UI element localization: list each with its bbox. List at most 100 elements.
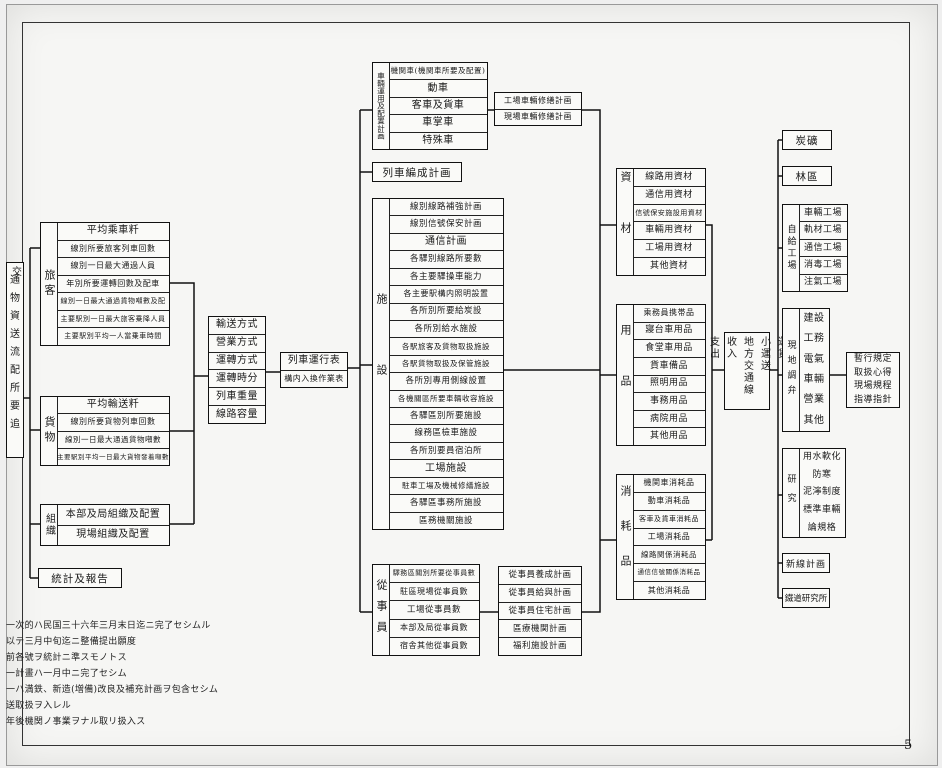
page-number: 5 xyxy=(904,738,913,753)
timetable-row: 構内入換作業表 xyxy=(284,373,344,383)
freight-row: 主要駅別平均一日最大貨物發着噸數 xyxy=(57,452,169,461)
passenger-box: 旅客 平均乘車粁 線別所要旅客列車回數 線別一日最大通過人員 年別所要運轉回數及… xyxy=(40,222,170,346)
connector-far-right-trunk xyxy=(770,139,782,599)
research-institute-box: 鐵道研究所 xyxy=(782,588,830,608)
policy-row: 指導指針 xyxy=(853,394,892,405)
passenger-row: 線別所要旅客列車回數 xyxy=(57,241,169,259)
supplies-row: 病院用品 xyxy=(633,411,705,429)
supplies-box: 用品 乘務員携帯品 寢台車用品 食堂車用品 貨車備品 照明用品 事務用品 病院用… xyxy=(616,304,706,446)
left-edge-char: 要 xyxy=(10,401,20,412)
timetable-row: 列車運行表 xyxy=(281,353,347,371)
left-edge-char: 送 xyxy=(10,329,20,340)
note-line: 一次的ハ民国三十六年三月末日迄ニ完了セシムル xyxy=(6,621,211,631)
facilities-row: 各所別專用側線設置 xyxy=(389,373,503,391)
left-edge-box: 交 xyxy=(6,262,24,458)
passenger-row: 線別一日最大通過人員 xyxy=(57,258,169,276)
facilities-row: 各主要駅構内照明設置 xyxy=(389,286,503,304)
facilities-row: 工場施設 xyxy=(389,460,503,478)
note-line: 以テ三月中旬迄ニ整備提出願度 xyxy=(6,637,137,647)
staff-plans-row: 從事員住宅計画 xyxy=(499,603,581,621)
staff-plans-box: 從事員養成計画 從事員給與計画 從事員住宅計画 區療機関計画 福利施設計画 xyxy=(498,566,582,656)
consumables-row: 客車及貨車消耗品 xyxy=(633,511,705,529)
materials-row: 車輛用資材 xyxy=(633,222,705,241)
finance-col: 地方交通線 xyxy=(741,336,753,396)
staff-row: 駐區現場從事員數 xyxy=(389,583,479,602)
supplies-row: 貨車備品 xyxy=(633,358,705,376)
staff-plans-row: 福利施設計画 xyxy=(512,641,567,652)
consumables-row: 通信信號關係消耗品 xyxy=(633,564,705,583)
organization-box: 組織 本部及局組織及配置 現場組織及配置 xyxy=(40,504,170,546)
transport-row: 運轉方式 xyxy=(209,353,265,371)
left-edge-char: 追 xyxy=(10,419,20,430)
organization-row: 本部及局組織及配置 xyxy=(57,505,169,526)
transport-row: 運轉時分 xyxy=(209,370,265,389)
forest-box: 林區 xyxy=(782,166,832,186)
policy-row: 現場規程 xyxy=(853,381,892,392)
facilities-row: 各所別所要給炭設 xyxy=(389,304,503,321)
staff-label: 從事員 xyxy=(373,565,390,655)
staff-row: 驛務區關別所要從事員數 xyxy=(389,565,479,584)
materials-row: 其他資材 xyxy=(649,261,688,272)
new-line-label: 新線計画 xyxy=(785,559,826,570)
procure-row: 其他 xyxy=(803,414,825,426)
supplies-row: 照明用品 xyxy=(633,376,705,394)
research-row: 論規格 xyxy=(807,522,837,533)
supplies-row: 其他用品 xyxy=(649,431,688,442)
procure-row: 電氣 xyxy=(803,353,825,365)
staff-row: 本部及局從事員數 xyxy=(389,620,479,638)
freight-row: 線別一日最大通過貨物噸數 xyxy=(57,432,169,449)
staff-box: 從事員 驛務區關別所要從事員數 駐區現場從事員數 工場從事員數 本部及局從事員數… xyxy=(372,564,480,656)
research-row: 用水軟化 xyxy=(802,452,841,463)
policy-row: 暫行規定 xyxy=(853,354,892,365)
research-row: 泥濘制度 xyxy=(802,487,841,498)
research-box: 研究 用水軟化 防寒 泥濘制度 標準車輛 論規格 xyxy=(782,448,846,538)
facilities-row: 線務區檢車施設 xyxy=(389,425,503,443)
materials-row: 線路用資材 xyxy=(633,169,705,187)
left-edge-char: 所 xyxy=(10,383,20,394)
passenger-row: 主要駅別平均一人當乗車時間 xyxy=(64,332,162,341)
statistics-box: 統計及報告 xyxy=(38,568,122,588)
research-institute-label: 鐵道研究所 xyxy=(784,594,828,604)
policy-box: 暫行規定 取扱心得 現場規程 指導指針 xyxy=(846,352,900,408)
self-supply-row: 消毒工場 xyxy=(799,257,847,275)
rolling-stock-box: 車輛運用及配置計画 機関車(機関車所要及配置) 動車 客車及貨車 車掌車 特殊車 xyxy=(372,62,488,150)
transport-row: 列車重量 xyxy=(209,388,265,407)
connector-center-trunk xyxy=(348,110,361,612)
left-edge-chars: 通 物 資 送 流 配 所 要 追 xyxy=(7,272,23,434)
statistics-label: 統計及報告 xyxy=(51,572,109,585)
transport-row: 營業方式 xyxy=(209,335,265,353)
organization-label: 組織 xyxy=(41,505,58,545)
rolling-row: 特殊車 xyxy=(422,134,454,146)
left-edge-text-a: 交 xyxy=(9,266,21,278)
rolling-row: 客車及貨車 xyxy=(389,98,487,116)
connector-left-to-transport xyxy=(170,282,208,525)
self-supply-label: 自給工場 xyxy=(783,205,800,291)
policy-row: 取扱心得 xyxy=(853,367,892,378)
facilities-row: 各驛區別所要施設 xyxy=(389,408,503,426)
finance-col: 小運送 xyxy=(758,336,770,372)
facilities-row: 各機關區所要車輛收容施設 xyxy=(389,391,503,409)
formation-label: 列車編成計画 xyxy=(382,166,452,179)
rolling-row: 車掌車 xyxy=(389,115,487,133)
note-line: 送取扱ヲ入レル xyxy=(6,701,72,711)
self-supply-box: 自給工場 車輛工場 軌材工場 通信工場 消毒工場 注氣工場 xyxy=(782,204,848,292)
self-supply-row: 軌材工場 xyxy=(799,222,847,240)
supplies-row: 寢台車用品 xyxy=(633,323,705,341)
materials-box: 資材 線路用資材 通信用資材 信號保安施設用資材 車輛用資材 工場用資材 其他資… xyxy=(616,168,706,276)
rolling-stock-label: 車輛運用及配置計画 xyxy=(373,63,390,149)
consumables-row: 動車消耗品 xyxy=(633,493,705,511)
left-edge-char: 流 xyxy=(10,347,20,358)
staff-plans-row: 從事員養成計画 xyxy=(499,567,581,585)
consumables-row: 工場消耗品 xyxy=(633,529,705,547)
passenger-row: 平均乘車粁 xyxy=(57,223,169,241)
facilities-box: 施設 線別線路補強計画 線別信號保安計画 通信計画 各驛別線路所要數 各主要驛操… xyxy=(372,198,504,530)
coal-label: 炭礦 xyxy=(795,134,819,147)
procure-row: 營業 xyxy=(803,394,825,406)
note-line: 一ハ満鉄、新造(増備)改良及補充計画ヲ包含セシム xyxy=(6,685,219,695)
procure-row: 車輛 xyxy=(803,374,825,386)
left-edge-char: 物 xyxy=(10,293,20,304)
facilities-label: 施設 xyxy=(373,199,390,529)
facilities-row: 各驛區事務所施設 xyxy=(389,495,503,513)
research-row: 標準車輛 xyxy=(802,505,841,516)
